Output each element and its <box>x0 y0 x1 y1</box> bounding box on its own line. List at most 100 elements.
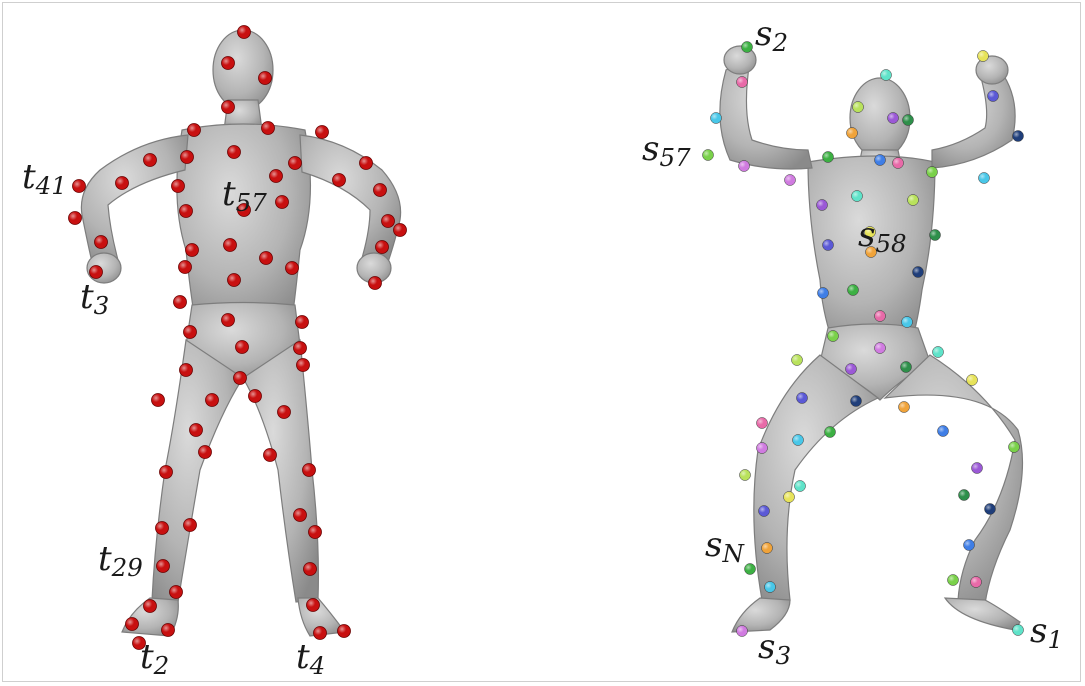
right-marker-highlight <box>846 364 857 375</box>
left-marker-highlight <box>144 600 157 613</box>
right-marker-highlight <box>785 175 796 186</box>
left-marker-highlight <box>234 372 247 385</box>
right-arm-right <box>932 70 1015 168</box>
left-marker-highlight <box>144 154 157 167</box>
right-marker-highlight <box>851 396 862 407</box>
right-marker-highlight <box>784 492 795 503</box>
left-marker-highlight <box>199 446 212 459</box>
right-marker-highlight <box>967 375 978 386</box>
right-marker-highlight <box>740 470 751 481</box>
right-marker-highlight <box>933 347 944 358</box>
left-marker-highlight <box>286 262 299 275</box>
left-marker-highlight <box>276 196 289 209</box>
left-marker-highlight <box>264 449 277 462</box>
right-marker-highlight <box>759 506 770 517</box>
right-marker-highlight <box>948 575 959 586</box>
right-marker-highlight <box>930 230 941 241</box>
left-marker-highlight <box>157 560 170 573</box>
left-marker-highlight <box>374 184 387 197</box>
label-t41: t41 <box>22 157 67 200</box>
left-marker-highlight <box>181 151 194 164</box>
left-marker-highlight <box>260 252 273 265</box>
right-marker-highlight <box>823 152 834 163</box>
right-head <box>850 78 910 158</box>
left-marker-highlight <box>152 394 165 407</box>
left-marker-highlight <box>188 124 201 137</box>
right-marker-highlight <box>875 155 886 166</box>
left-marker-highlight <box>316 126 329 139</box>
right-marker-highlight <box>979 173 990 184</box>
right-marker-highlight <box>988 91 999 102</box>
right-marker-highlight <box>847 128 858 139</box>
left-marker-highlight <box>228 146 241 159</box>
right-marker-highlight <box>737 626 748 637</box>
right-marker-highlight <box>985 504 996 515</box>
left-marker-highlight <box>222 57 235 70</box>
right-marker-highlight <box>888 113 899 124</box>
left-marker-highlight <box>180 364 193 377</box>
left-marker-highlight <box>186 244 199 257</box>
right-marker-highlight <box>848 285 859 296</box>
left-marker-highlight <box>259 72 272 85</box>
left-marker-highlight <box>206 394 219 407</box>
right-marker-highlight <box>1009 442 1020 453</box>
right-marker-highlight <box>903 115 914 126</box>
right-marker-highlight <box>797 393 808 404</box>
right-marker-highlight <box>875 311 886 322</box>
left-marker-highlight <box>294 342 307 355</box>
right-marker-highlight <box>927 167 938 178</box>
right-marker-highlight <box>899 402 910 413</box>
right-marker-highlight <box>875 343 886 354</box>
left-marker-highlight <box>304 563 317 576</box>
right-marker-highlight <box>1013 131 1024 142</box>
right-marker-highlight <box>762 543 773 554</box>
right-marker-highlight <box>737 77 748 88</box>
left-marker-highlight <box>224 239 237 252</box>
right-marker-highlight <box>757 443 768 454</box>
right-marker-highlight <box>1013 625 1024 636</box>
left-marker-highlight <box>170 586 183 599</box>
left-marker-highlight <box>394 224 407 237</box>
left-marker-highlight <box>270 170 283 183</box>
label-s1: s1 <box>1030 611 1063 654</box>
left-marker-highlight <box>180 205 193 218</box>
right-foot-right <box>945 598 1020 630</box>
left-marker-highlight <box>95 236 108 249</box>
left-marker-highlight <box>236 341 249 354</box>
right-marker-highlight <box>765 582 776 593</box>
left-marker-highlight <box>294 509 307 522</box>
right-marker-highlight <box>972 463 983 474</box>
right-marker-highlight <box>823 240 834 251</box>
left-marker-highlight <box>69 212 82 225</box>
right-marker-highlight <box>959 490 970 501</box>
left-marker-highlight <box>172 180 185 193</box>
left-marker-highlight <box>262 122 275 135</box>
right-marker-highlight <box>703 150 714 161</box>
label-s2: s2 <box>755 14 788 57</box>
left-marker-highlight <box>297 359 310 372</box>
right-marker-highlight <box>739 161 750 172</box>
left-marker-highlight <box>160 466 173 479</box>
right-marker-highlight <box>711 113 722 124</box>
left-marker-highlight <box>174 296 187 309</box>
right-marker-highlight <box>853 102 864 113</box>
left-marker-highlight <box>376 241 389 254</box>
right-marker-highlight <box>971 577 982 588</box>
left-marker-highlight <box>222 101 235 114</box>
left-marker-highlight <box>382 215 395 228</box>
left-marker-highlight <box>309 526 322 539</box>
right-marker-highlight <box>902 317 913 328</box>
left-torso <box>177 124 311 320</box>
right-marker-highlight <box>964 540 975 551</box>
right-marker-highlight <box>852 191 863 202</box>
left-marker-highlight <box>303 464 316 477</box>
left-marker-highlight <box>222 314 235 327</box>
left-marker-highlight <box>228 274 241 287</box>
right-marker-highlight <box>742 42 753 53</box>
left-marker-highlight <box>184 326 197 339</box>
right-marker-highlight <box>745 564 756 575</box>
left-marker-highlight <box>249 390 262 403</box>
right-marker-highlight <box>825 427 836 438</box>
left-marker-highlight <box>238 26 251 39</box>
